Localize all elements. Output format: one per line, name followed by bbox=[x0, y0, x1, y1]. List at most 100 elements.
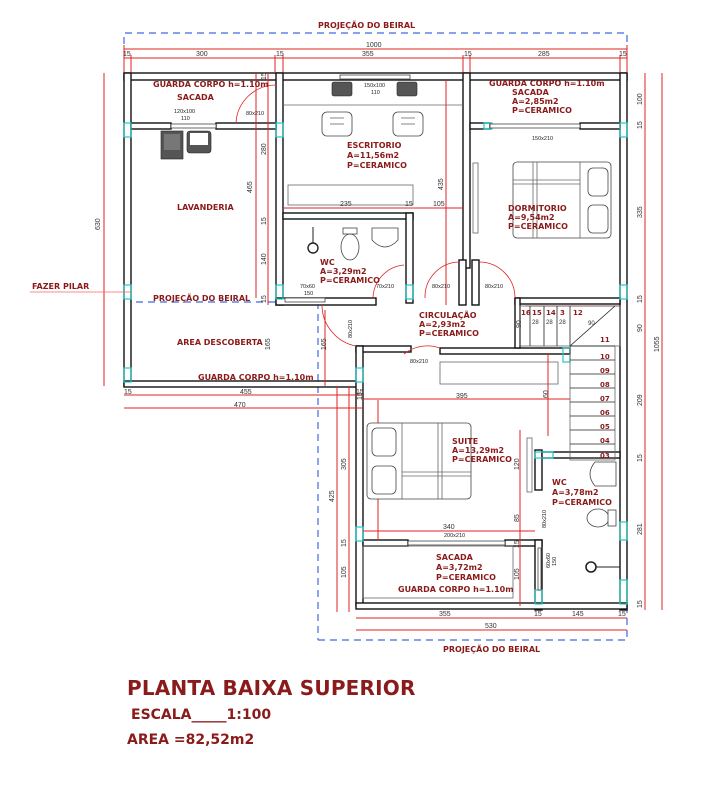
dim-office-435: 435 bbox=[438, 178, 445, 190]
dim-lav-465: 465 bbox=[247, 181, 254, 193]
dim-suite-395: 395 bbox=[456, 393, 468, 400]
room-wc2-area: A=3,78m2 bbox=[552, 488, 599, 497]
floor-plan: PROJEÇÃO DO BEIRAL PROJEÇÃO DO BEIRAL PR… bbox=[30, 20, 663, 654]
opening-circ-door-b: 80x210 bbox=[485, 284, 503, 290]
dim-closet-120: 120 bbox=[514, 458, 521, 470]
dim-suite-105: 105 bbox=[341, 566, 348, 578]
opening-dorm-window: 150x210 bbox=[532, 136, 553, 142]
opening-wc2-window: 60x60 bbox=[546, 553, 552, 568]
dim-bottom-15b: 15 bbox=[618, 611, 626, 618]
wc2-toilet bbox=[586, 508, 617, 528]
dim-top-5: 285 bbox=[538, 51, 550, 58]
dim-area-165: 165 bbox=[265, 338, 272, 350]
stair-num-11: 11 bbox=[600, 336, 610, 344]
dim-inner-15a: 15 bbox=[261, 72, 268, 80]
opening-suite-window: 200x210 bbox=[444, 533, 465, 539]
room-suite-sacada-area: A=3,72m2 bbox=[436, 563, 483, 572]
opening-wc-window: 70x60 bbox=[300, 284, 315, 290]
dim-bl-15a: 15 bbox=[124, 389, 132, 396]
roof-projection-outline bbox=[123, 32, 628, 641]
dim-bl-455: 455 bbox=[240, 389, 252, 396]
sacada-bottom-outline bbox=[362, 545, 514, 599]
stair-num-07: 07 bbox=[600, 395, 610, 403]
office-shelf bbox=[287, 184, 414, 206]
dim-bottom-145: 145 bbox=[572, 611, 584, 618]
dim-bottom-355: 355 bbox=[439, 611, 451, 618]
room-circulacao-name: CIRCULAÇÃO bbox=[419, 310, 477, 320]
wc-shower bbox=[307, 227, 319, 254]
stair-num-09: 09 bbox=[600, 367, 610, 375]
roof-projection-mid-label: PROJEÇÃO DO BEIRAL bbox=[153, 293, 250, 303]
windows bbox=[170, 74, 581, 591]
stair-num-03: 03 bbox=[600, 452, 610, 460]
stair-num-10: 10 bbox=[600, 353, 610, 361]
dim-top-1: 300 bbox=[196, 51, 208, 58]
drawing-total-area: AREA =82,52m2 bbox=[127, 732, 255, 748]
suite-closet-side bbox=[526, 437, 533, 493]
office-chair-right bbox=[392, 111, 424, 137]
railing-lav-sacada: GUARDA CORPO h=1.10m bbox=[153, 80, 269, 89]
room-escritorio-name: ESCRITORIO bbox=[347, 141, 402, 150]
dim-bottom-total: 530 bbox=[485, 623, 497, 630]
railing-area-descoberta: GUARDA CORPO h=1.10m bbox=[198, 373, 314, 382]
opening-lav-window-sill: 110 bbox=[181, 116, 190, 122]
dim-inner-280: 280 bbox=[261, 143, 268, 155]
dim-top-3: 355 bbox=[362, 51, 374, 58]
stair-num-06: 06 bbox=[600, 409, 610, 417]
roof-projection-bottom-label: PROJEÇÃO DO BEIRAL bbox=[443, 644, 540, 654]
dim-right-335: 335 bbox=[637, 206, 644, 218]
room-wc1-area: A=3,29m2 bbox=[320, 267, 367, 276]
dim-bottom-15a: 15 bbox=[534, 611, 542, 618]
room-area-descoberta-name: AREA DESCOBERTA bbox=[177, 338, 264, 347]
wc2-shower bbox=[585, 561, 620, 573]
room-circulacao-area: A=2,93m2 bbox=[419, 320, 466, 329]
stair-num-16: 16 bbox=[521, 309, 531, 317]
wc-toilet bbox=[340, 227, 360, 261]
dim-top-2: 15 bbox=[276, 51, 284, 58]
room-wc2-floor: P=CERAMICO bbox=[552, 498, 612, 507]
stair-num-14: 14 bbox=[546, 309, 556, 317]
dim-sacada-105: 105 bbox=[514, 568, 521, 580]
stair-tread-28a: 28 bbox=[532, 320, 539, 326]
room-dorm-sacada-floor: P=CERAMICO bbox=[512, 106, 572, 115]
add-pillar-note: FAZER PILAR bbox=[32, 282, 89, 291]
dim-closet-60: 60 bbox=[543, 390, 550, 398]
room-suite-sacada-floor: P=CERAMICO bbox=[436, 573, 496, 582]
opening-office-window: 150x100 bbox=[364, 83, 385, 89]
stair-tread-28c: 28 bbox=[559, 320, 566, 326]
room-escritorio-area: A=11,56m2 bbox=[347, 151, 399, 160]
stair-num-12: 12 bbox=[573, 309, 583, 317]
opening-wc-door: 70x210 bbox=[376, 284, 394, 290]
dim-suite-15b: 15 bbox=[341, 539, 348, 547]
dim-suite-425: 425 bbox=[329, 490, 336, 502]
dim-bl-470: 470 bbox=[234, 402, 246, 409]
dim-right-15a: 15 bbox=[637, 121, 644, 129]
dim-right-100: 100 bbox=[637, 93, 644, 105]
stair-num-3: 3 bbox=[560, 309, 565, 317]
stair-landing-90: 90 bbox=[588, 321, 595, 327]
office-desks bbox=[283, 81, 463, 106]
dorm-bed bbox=[512, 161, 612, 239]
dim-inner-15b: 15 bbox=[261, 217, 268, 225]
dim-top-4: 15 bbox=[464, 51, 472, 58]
dim-right-281: 281 bbox=[637, 523, 644, 535]
stair-num-08: 08 bbox=[600, 381, 610, 389]
top-dimensions bbox=[123, 45, 628, 72]
dim-wc-105: 105 bbox=[433, 201, 445, 208]
dim-inner-15c: 15 bbox=[261, 295, 268, 303]
dim-left-total: 630 bbox=[95, 218, 102, 230]
wc2-sink bbox=[589, 461, 617, 487]
suite-bed bbox=[366, 422, 472, 500]
stair-num-05: 05 bbox=[600, 423, 610, 431]
opening-lav-window: 120x100 bbox=[174, 109, 195, 115]
dim-closet-85: 85 bbox=[514, 514, 521, 522]
dim-right-209: 209 bbox=[637, 394, 644, 406]
roof-projection-top-label: PROJEÇÃO DO BEIRAL bbox=[318, 20, 415, 30]
door-swings bbox=[235, 84, 516, 355]
wc-sink bbox=[371, 227, 399, 248]
opening-wc2-window-sill: 150 bbox=[552, 557, 558, 566]
dim-suite-340: 340 bbox=[443, 524, 455, 531]
room-suite-floor: P=CERAMICO bbox=[452, 455, 512, 464]
opening-suite-door: 80x210 bbox=[410, 359, 428, 365]
room-dormitorio-area: A=9,54m2 bbox=[508, 213, 555, 222]
